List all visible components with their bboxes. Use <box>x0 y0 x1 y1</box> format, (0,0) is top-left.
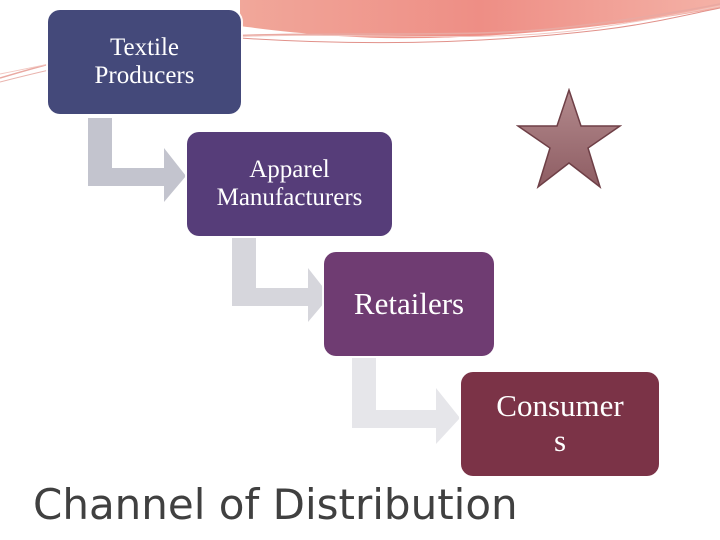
step-apparel-manufacturers: Apparel Manufacturers <box>187 132 392 236</box>
connector-arrow-shape <box>232 238 330 322</box>
step-label: Retailers <box>353 285 465 321</box>
step-label: Consumer s <box>496 388 624 458</box>
star-icon <box>516 88 622 190</box>
slide-title: Channel of Distribution <box>33 480 518 529</box>
connector-arrow-3 <box>352 358 460 444</box>
connector-arrow-shape <box>88 118 186 202</box>
step-label: Apparel Manufacturers <box>216 156 363 211</box>
connector-arrow-2 <box>232 238 330 322</box>
step-label: Textile Producers <box>94 34 195 89</box>
step-consumers: Consumer s <box>461 372 659 476</box>
step-retailers: Retailers <box>324 252 494 356</box>
connector-arrow-1 <box>88 118 186 202</box>
step-textile-producers: Textile Producers <box>48 10 241 114</box>
connector-arrow-shape <box>352 358 460 444</box>
